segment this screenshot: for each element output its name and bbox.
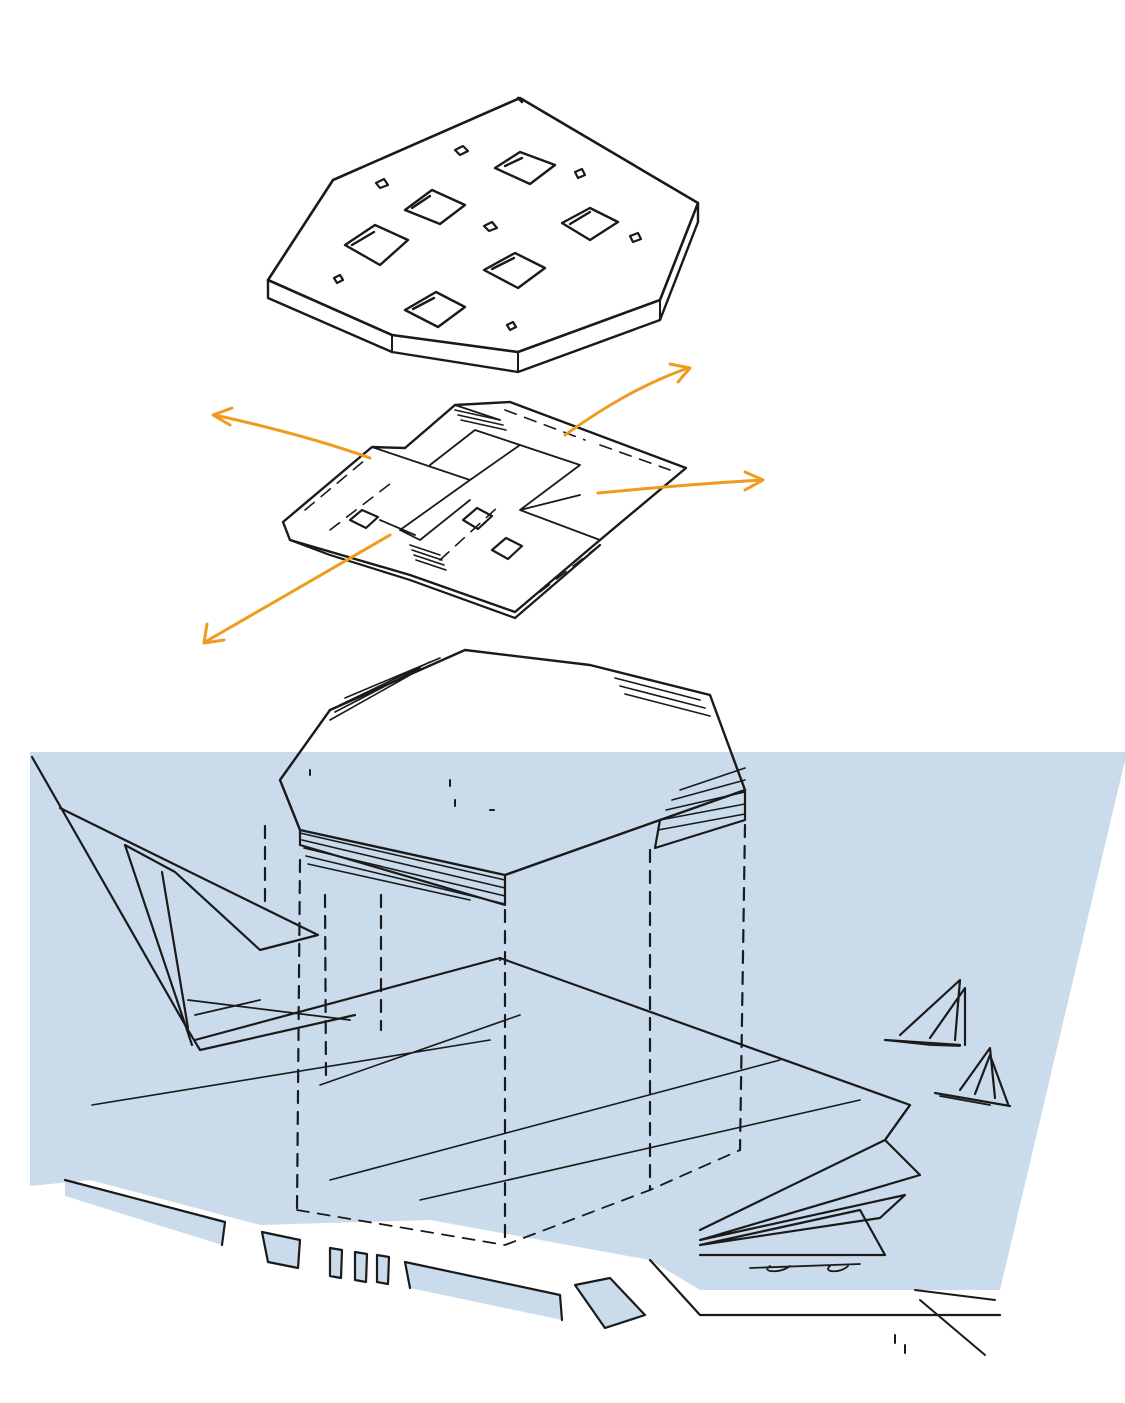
roof-slab: [266, 96, 700, 374]
raised-volume: [278, 648, 747, 907]
circulation-arrows: [202, 362, 765, 645]
ground-podium: [30, 755, 1002, 1356]
arrow-icon: [202, 533, 392, 645]
program-floor-plan: [281, 400, 688, 620]
facade-openings: [63, 1178, 647, 1330]
arrow-icon: [211, 406, 372, 460]
water-area: [30, 752, 1125, 1290]
skylight-openings: [332, 144, 643, 332]
arrow-icon: [563, 362, 692, 437]
projection-lines: [263, 823, 747, 1247]
arrow-icon: [596, 470, 765, 495]
sailboat-icon: [883, 978, 967, 1047]
floor-openings: [348, 506, 524, 561]
sailboat-icon: [933, 1046, 1012, 1108]
